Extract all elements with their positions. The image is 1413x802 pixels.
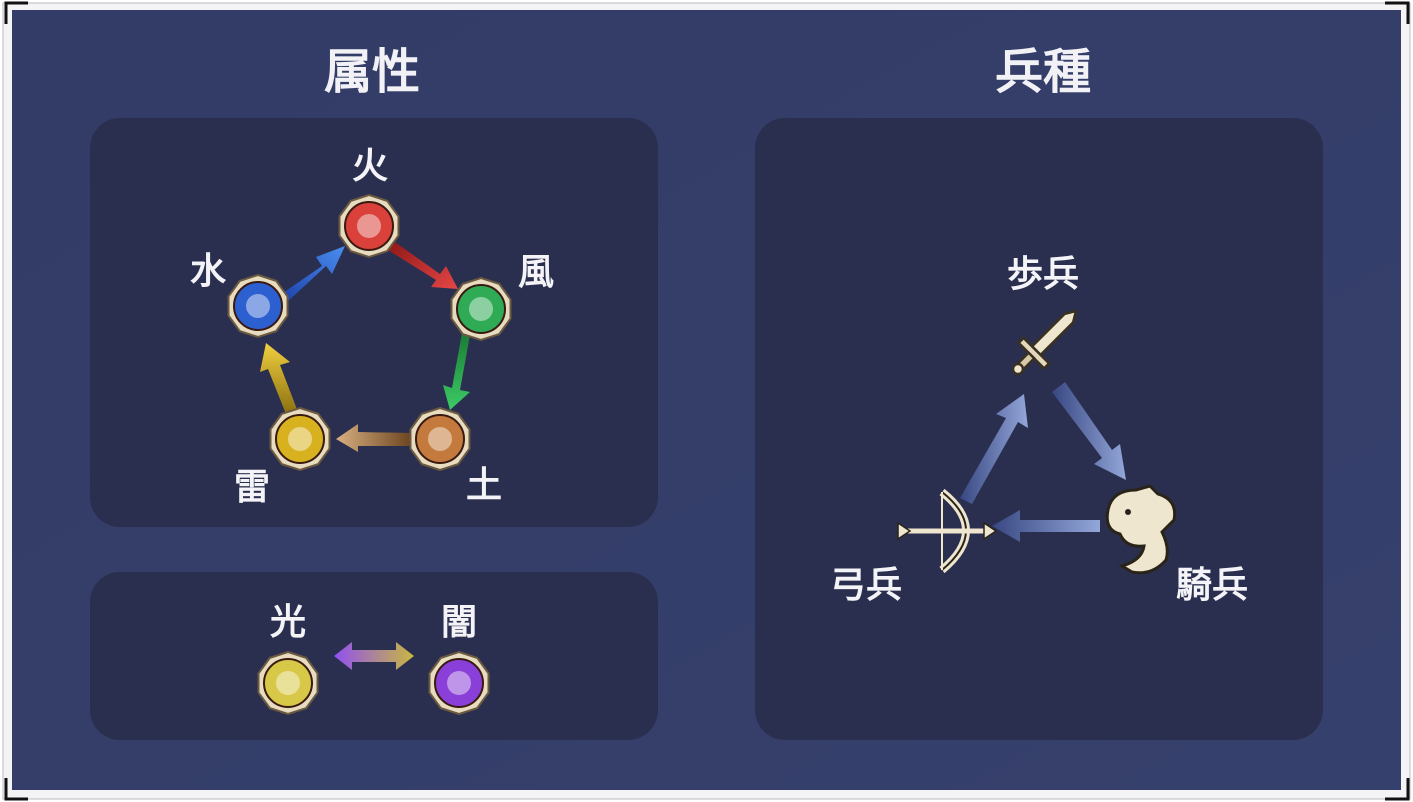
- label-cavalry: 騎兵: [1176, 565, 1248, 606]
- dark-icon: [428, 650, 490, 716]
- arrow-light-dark-mutual: [334, 642, 414, 670]
- unit-type-title: 兵種: [995, 44, 1091, 100]
- label-dark: 闇: [441, 602, 477, 643]
- label-water: 水: [190, 251, 227, 292]
- arrow-archer-to-infantry: [960, 394, 1028, 504]
- wind-icon: [450, 276, 512, 342]
- arrow-infantry-to-cavalry: [1052, 382, 1126, 480]
- element-arrows: [260, 240, 470, 452]
- element-cycle-box: [90, 118, 658, 527]
- unit-type-box: [755, 118, 1323, 740]
- arrow-thunder-to-water: [260, 343, 298, 414]
- arrow-water-to-fire: [280, 246, 345, 303]
- light-icon: [257, 650, 319, 716]
- arrow-cavalry-to-archer: [992, 510, 1100, 542]
- arrow-fire-to-wind: [388, 240, 458, 289]
- sword-icon: [1011, 309, 1078, 376]
- label-infantry: 歩兵: [1007, 254, 1079, 295]
- bow-icon: [897, 488, 998, 574]
- fire-icon: [338, 193, 400, 259]
- thunder-icon: [269, 406, 331, 472]
- horse-icon: [1105, 484, 1177, 575]
- label-wind: 風: [518, 252, 554, 293]
- unit-arrows: [960, 382, 1126, 542]
- water-icon: [227, 273, 289, 339]
- label-light: 光: [270, 602, 306, 643]
- label-fire: 火: [352, 146, 388, 187]
- arrow-wind-to-earth: [443, 333, 470, 410]
- label-archer: 弓兵: [830, 565, 902, 606]
- corner-marks: [4, 1, 1410, 801]
- label-earth: 土: [466, 465, 502, 506]
- earth-icon: [409, 406, 471, 472]
- attribute-title: 属性: [324, 44, 420, 100]
- arrow-earth-to-thunder: [336, 424, 412, 452]
- label-thunder: 雷: [234, 467, 270, 508]
